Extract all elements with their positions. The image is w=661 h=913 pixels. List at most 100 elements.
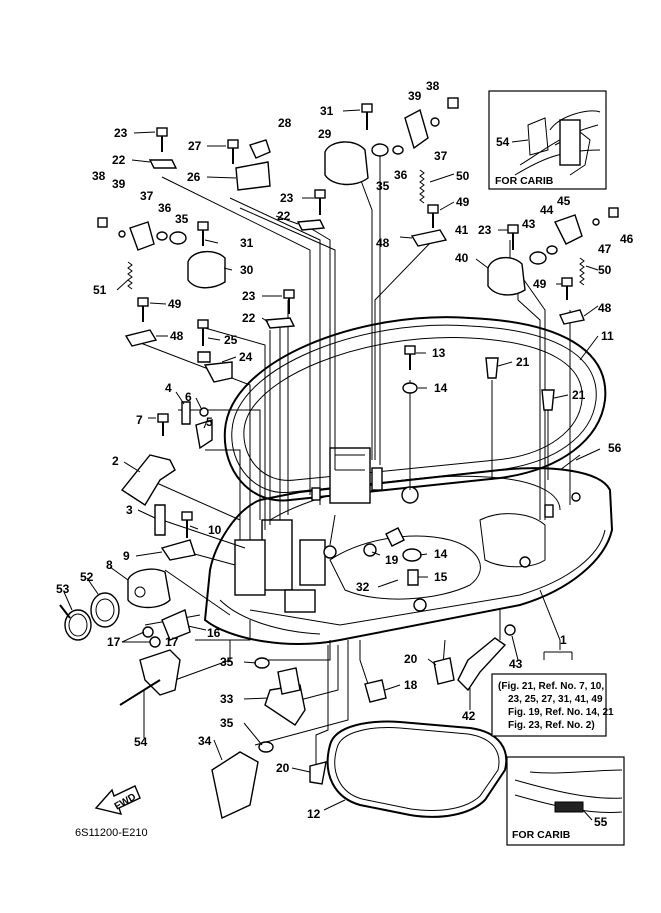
- part-label: 19: [385, 553, 399, 567]
- fwd-arrow: FWD: [94, 785, 141, 815]
- part-label: 30: [240, 263, 254, 277]
- part-label: 45: [557, 194, 571, 208]
- part-label: 31: [320, 104, 334, 118]
- part-label: 35: [376, 179, 390, 193]
- part-label: 47: [598, 242, 612, 256]
- part-label: 43: [509, 657, 523, 671]
- bottom-cowling: [203, 316, 614, 645]
- drawing-code: 6S11200-E210: [75, 827, 148, 839]
- label-ticks: [63, 109, 601, 811]
- part-label: 18: [404, 678, 418, 692]
- part-label: 20: [404, 652, 418, 666]
- part-label: 46: [620, 232, 634, 246]
- note-line-3: Fig. 19, Ref. No. 14, 21: [508, 707, 614, 718]
- part-label: 21: [516, 355, 530, 369]
- part-label: 49: [168, 297, 182, 311]
- part-label: 6: [185, 390, 192, 404]
- part-label: 48: [376, 236, 390, 250]
- inset-bottom: 55 FOR CARIB: [506, 756, 625, 846]
- note-line-2: 23, 25, 27, 31, 41, 49: [508, 694, 603, 705]
- part-label: 41: [455, 223, 469, 237]
- part-label: 36: [158, 201, 172, 215]
- part-label: 49: [456, 195, 470, 209]
- part-label: 34: [198, 734, 212, 748]
- part-label: 38: [426, 79, 440, 93]
- bolt-7: [157, 413, 169, 436]
- part-label: 1: [560, 633, 567, 647]
- part-label: 23: [242, 289, 256, 303]
- part-label: 7: [136, 413, 143, 427]
- inset-top: 54 FOR CARIB: [488, 90, 607, 190]
- part-label: 14: [434, 381, 448, 395]
- part-label: 53: [56, 582, 70, 596]
- part-label: 22: [112, 153, 126, 167]
- part-label: 27: [188, 139, 202, 153]
- part-label: 17: [165, 635, 179, 649]
- small-parts: [59, 97, 619, 820]
- part-label: 9: [123, 549, 130, 563]
- bolt-25: [197, 319, 209, 346]
- part-label: 29: [318, 127, 332, 141]
- part-label: 22: [277, 209, 291, 223]
- part-label: 3: [126, 503, 133, 517]
- part-label: 49: [533, 277, 547, 291]
- bolt-27: [227, 139, 239, 164]
- part-label: 2: [112, 454, 119, 468]
- bolt-49-top: [427, 204, 439, 228]
- part-label: 44: [540, 203, 554, 217]
- part-label: 26: [187, 170, 201, 184]
- part-label: 33: [220, 692, 234, 706]
- part-label: 35: [220, 655, 234, 669]
- bolt-31-left: [197, 221, 209, 246]
- part-label: 10: [208, 523, 222, 537]
- bolt-31-top: [361, 103, 373, 130]
- part-label: 20: [276, 761, 290, 775]
- note-line-4: Fig. 23, Ref. No. 2): [508, 720, 595, 731]
- part-label: 35: [175, 212, 189, 226]
- part-label: 43: [522, 217, 536, 231]
- part-label: 48: [170, 329, 184, 343]
- svg-text:54: 54: [496, 135, 510, 149]
- part-label: 32: [356, 580, 370, 594]
- part-label: 48: [598, 301, 612, 315]
- part-label: 23: [114, 126, 128, 140]
- part-label: 28: [278, 116, 292, 130]
- part-label: 54: [134, 735, 148, 749]
- part-label: 23: [478, 223, 492, 237]
- part-label: 37: [434, 149, 448, 163]
- part-label: 39: [112, 177, 126, 191]
- bolt-13: [404, 345, 416, 370]
- part-label: 21: [572, 388, 586, 402]
- bolt-49-right: [561, 277, 573, 300]
- part-label: 16: [207, 626, 221, 640]
- part-label: 38: [92, 169, 106, 183]
- svg-text:55: 55: [594, 815, 608, 829]
- part-label: 50: [456, 169, 470, 183]
- bolt-41: [507, 224, 519, 250]
- part-label: 22: [242, 311, 256, 325]
- bolt-23-a: [156, 127, 168, 152]
- part-label: 17: [107, 635, 121, 649]
- part-label: 40: [455, 251, 469, 265]
- part-label: 15: [434, 570, 448, 584]
- part-label: 8: [106, 558, 113, 572]
- part-label: 51: [93, 283, 107, 297]
- part-label: 52: [80, 570, 94, 584]
- part-label: 36: [394, 168, 408, 182]
- part-label: 42: [462, 709, 476, 723]
- inset-bottom-label: FOR CARIB: [512, 829, 571, 841]
- inset-top-label: FOR CARIB: [495, 175, 554, 187]
- bolt-23-left2: [283, 289, 295, 314]
- bolt-49-left: [137, 297, 149, 322]
- part-label: 25: [224, 333, 238, 347]
- part-label: 35: [220, 716, 234, 730]
- part-label: 50: [598, 263, 612, 277]
- part-label: 24: [239, 350, 253, 364]
- part-label: 23: [280, 191, 294, 205]
- part-label: 4: [165, 381, 172, 395]
- part-label: 12: [307, 807, 321, 821]
- part-label: 13: [432, 346, 446, 360]
- note-box: (Fig. 21, Ref. No. 7, 10, 23, 25, 27, 31…: [491, 673, 614, 737]
- bolt-23-mid: [314, 189, 326, 215]
